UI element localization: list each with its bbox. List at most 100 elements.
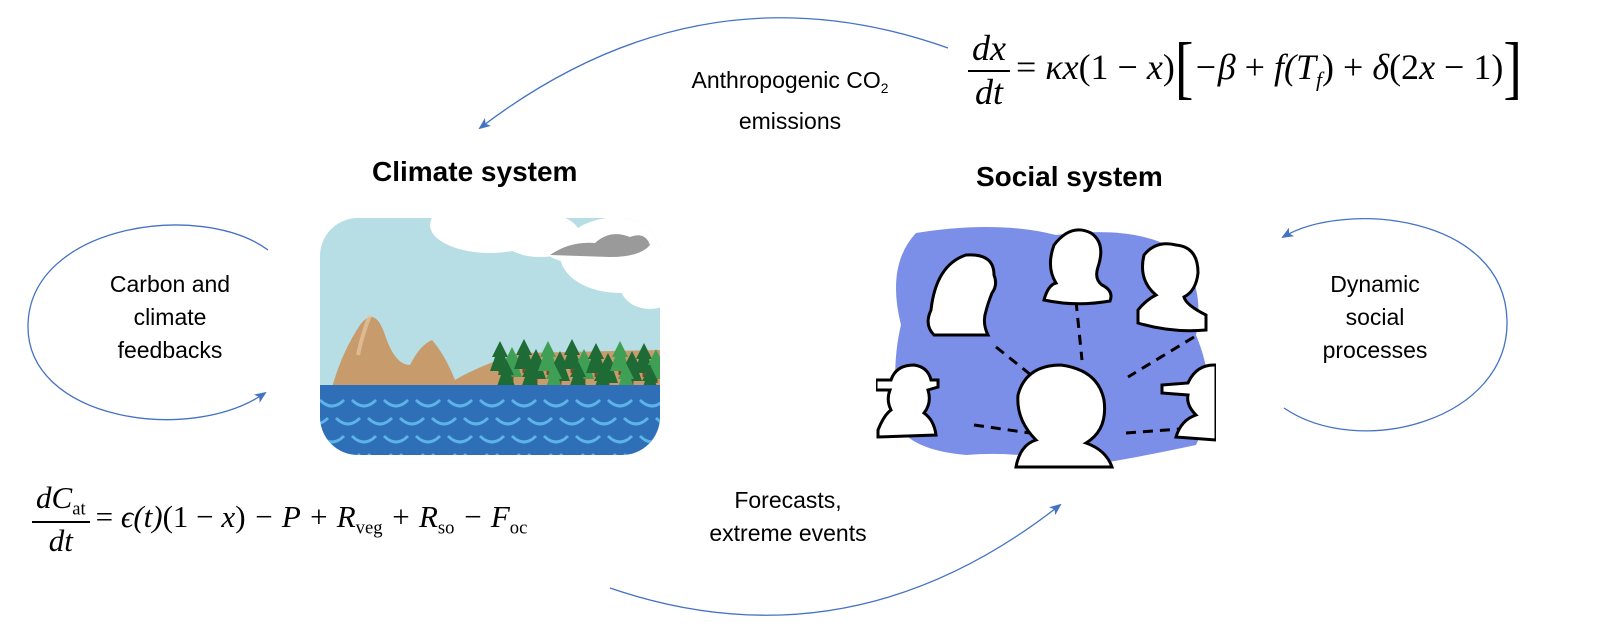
wave: [350, 434, 378, 444]
waves: [320, 398, 660, 455]
tree: [634, 343, 654, 377]
person-curly: [1136, 242, 1208, 333]
wave: [320, 416, 330, 426]
wave: [526, 416, 554, 426]
tree: [562, 339, 582, 373]
social-processes-line1: Dynamic: [1330, 271, 1420, 297]
wave: [574, 398, 602, 408]
wave: [654, 452, 660, 455]
wave: [462, 416, 490, 426]
social-eq-delta-open: (2: [1389, 47, 1420, 88]
climate-eq-R1-sub: veg: [355, 517, 383, 539]
emissions-label-line1: Anthropogenic CO: [691, 67, 881, 93]
social-eq-numerator: dx: [968, 29, 1010, 72]
climate-eq-R2: + R: [382, 498, 438, 534]
wave: [350, 398, 378, 408]
wave: [510, 434, 538, 444]
wave: [622, 416, 650, 426]
emissions-label-line2: emissions: [738, 107, 842, 134]
social-equation: dx dt = κx(1 − x)[−β + f(Tf) + δ(2x − 1)…: [968, 29, 1522, 112]
social-processes-line2: social: [1345, 304, 1405, 330]
grey-cloud: [548, 234, 652, 265]
wave: [320, 398, 346, 408]
social-eq-T-sub: f: [1316, 67, 1323, 92]
social-eq-delta-x: x: [1419, 47, 1436, 88]
climate-illustration: [320, 218, 660, 455]
social-eq-lbracket: [: [1174, 29, 1194, 107]
wave: [430, 416, 458, 426]
wave: [606, 434, 634, 444]
climate-equation: dCat dt = ϵ(t)(1 − x) − P + Rveg + Rso −…: [32, 480, 528, 559]
wave: [542, 434, 570, 444]
person-center: [1014, 363, 1115, 469]
wave: [414, 398, 442, 408]
climate-eq-factor: (1 −: [162, 498, 222, 534]
wave: [606, 398, 634, 408]
social-processes-line3: processes: [1322, 337, 1428, 363]
social-eq-delta-rest: − 1): [1435, 47, 1504, 88]
social-eq-x: x: [1146, 47, 1163, 88]
wave: [382, 434, 410, 444]
wave: [366, 416, 394, 426]
wave: [638, 398, 660, 408]
climate-eq-equals: =: [95, 498, 114, 534]
social-eq-beta: −β: [1193, 47, 1236, 88]
emissions-label-sub: 2: [880, 80, 889, 96]
wave: [446, 434, 474, 444]
social-illustration: [876, 226, 1216, 469]
person-top: [1042, 228, 1113, 306]
climate-eq-F: − F: [454, 498, 510, 534]
wave: [478, 398, 506, 408]
social-eq-lhs: dx dt: [968, 29, 1010, 112]
forecasts-label-line2: extreme events: [709, 520, 867, 546]
social-eq-close: ): [1162, 47, 1175, 88]
climate-eq-F-sub: oc: [509, 517, 528, 539]
climate-eq-denominator: dt: [48, 523, 73, 559]
wave: [590, 416, 618, 426]
climate-eq-lhs: dCat dt: [32, 480, 90, 559]
carbon-feedbacks-line2: climate: [133, 304, 207, 330]
social-eq-denominator: dt: [974, 71, 1003, 112]
wave: [558, 416, 586, 426]
arrow-emissions: [478, 17, 949, 130]
social-eq-kappa-x: κx: [1045, 47, 1079, 88]
wave: [510, 398, 538, 408]
social-eq-T: (T: [1284, 47, 1317, 88]
climate-eq-R1: + R: [300, 498, 356, 534]
emissions-label: Anthropogenic CO2 emissions: [660, 64, 920, 138]
tree: [538, 341, 558, 375]
climate-eq-numerator: dC: [36, 480, 73, 515]
carbon-feedbacks-label: Carbon and climate feedbacks: [75, 268, 265, 367]
social-eq-f: f: [1273, 47, 1284, 88]
arrow-forecasts: [609, 503, 1062, 616]
climate-eq-x: x: [221, 498, 236, 534]
social-eq-T-close: ): [1322, 47, 1335, 88]
social-eq-delta: δ: [1372, 47, 1390, 88]
wave: [382, 398, 410, 408]
forecasts-label-line1: Forecasts,: [734, 487, 842, 513]
social-system-title: Social system: [976, 161, 1163, 192]
wave: [494, 416, 522, 426]
wave: [398, 416, 426, 426]
climate-eq-R2-sub: so: [437, 517, 455, 539]
loop-social-processes: [1281, 218, 1508, 432]
wave: [446, 398, 474, 408]
person-hat-right: [1160, 363, 1216, 442]
climate-system-title: Climate system: [372, 156, 578, 187]
wave: [542, 398, 570, 408]
climate-eq-P: − P: [245, 498, 301, 534]
wave: [478, 434, 506, 444]
social-eq-rbracket: ]: [1503, 29, 1522, 107]
wave: [414, 434, 442, 444]
hill-highlight: [356, 314, 372, 356]
person-woman: [926, 253, 998, 337]
forecasts-label: Forecasts, extreme events: [678, 484, 898, 550]
social-processes-label: Dynamic social processes: [1290, 268, 1460, 367]
wave: [334, 416, 362, 426]
wave: [320, 452, 330, 455]
carbon-feedbacks-line1: Carbon and: [109, 271, 231, 297]
social-eq-equals: =: [1015, 47, 1037, 88]
wave: [574, 434, 602, 444]
climate-eq-factor-close: ): [235, 498, 246, 534]
